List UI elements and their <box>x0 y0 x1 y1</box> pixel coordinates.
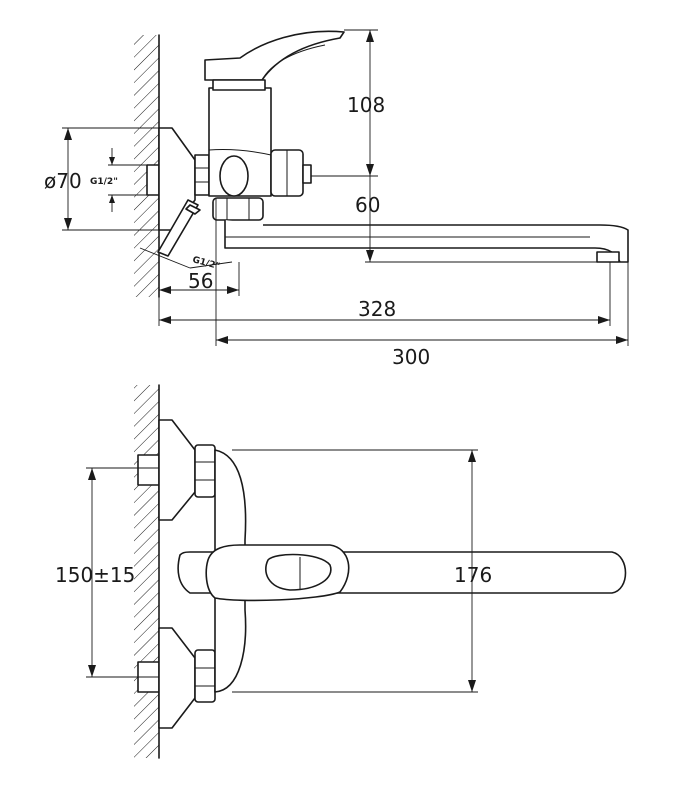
dim-328-label: 328 <box>358 297 396 321</box>
dim-150: 150±15 <box>55 467 159 678</box>
dim-56: 56 <box>159 262 240 296</box>
dim-176-label: 176 <box>454 563 492 587</box>
dim-176: 176 <box>232 449 492 693</box>
lever-handle-top <box>205 544 350 602</box>
dim-300-label: 300 <box>392 345 430 369</box>
dim-diameter-70: ø70 <box>44 127 159 231</box>
dim-150-label: 150±15 <box>55 563 135 587</box>
dim-300: 300 <box>215 198 629 369</box>
lever-handle-side <box>204 30 345 91</box>
dim-60-label: 60 <box>355 193 380 217</box>
dim-56-label: 56 <box>188 269 213 293</box>
side-view: 108 60 ø70 G1/2" <box>44 29 629 369</box>
shower-outlet-side <box>185 204 201 215</box>
eccentric-fitting-lower <box>137 627 216 729</box>
dim-108-label: 108 <box>347 93 385 117</box>
dim-108: 108 <box>311 29 385 177</box>
spout-side <box>224 220 629 263</box>
eccentric-fitting-side <box>146 127 210 257</box>
top-view: 150±15 176 <box>55 384 627 759</box>
dim-diameter-label: ø70 <box>44 169 82 193</box>
wall-top <box>134 384 160 759</box>
dim-thread-top: G1/2" <box>90 148 147 212</box>
thread-top-label: G1/2" <box>90 177 118 187</box>
mixer-body-side <box>208 87 312 221</box>
dim-328: 328 <box>158 262 611 326</box>
eccentric-fitting-upper <box>137 419 216 521</box>
dim-60: 60 <box>355 176 600 263</box>
